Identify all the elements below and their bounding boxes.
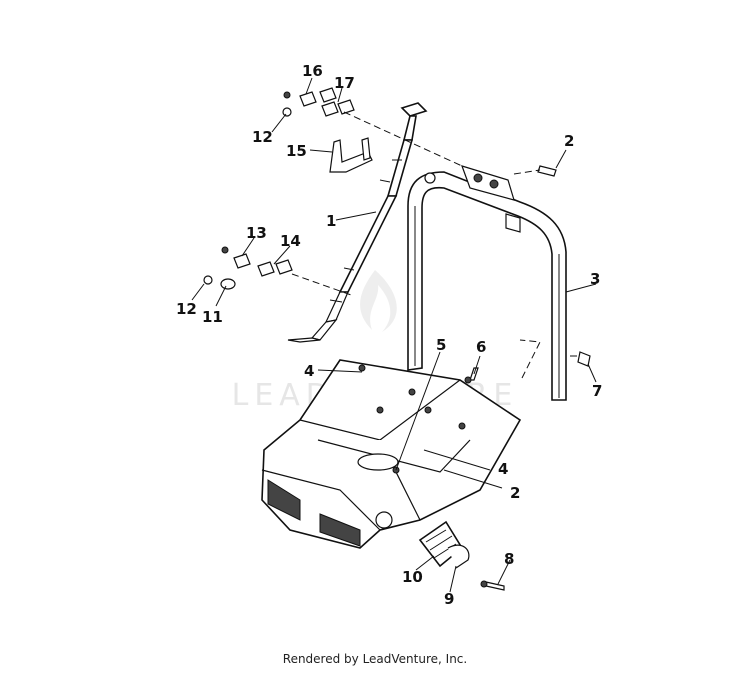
steering-column — [287, 102, 428, 343]
callout-2-top: 2 — [564, 132, 574, 150]
upper-clamp-group — [282, 87, 373, 173]
callout-15: 15 — [286, 142, 307, 160]
roll-hoop — [407, 165, 567, 401]
callout-6: 6 — [476, 338, 486, 356]
callout-1: 1 — [326, 212, 336, 230]
callout-12-top: 12 — [252, 128, 273, 146]
lower-clamp-group — [203, 246, 293, 290]
callout-14: 14 — [280, 232, 301, 250]
callout-9: 9 — [444, 590, 454, 608]
callout-2-bottom: 2 — [510, 484, 520, 502]
boot-and-clamp — [418, 520, 470, 569]
flame-logo-icon — [360, 270, 397, 332]
callout-11: 11 — [202, 308, 223, 326]
callout-10: 10 — [402, 568, 423, 586]
callout-5: 5 — [436, 336, 446, 354]
callout-7: 7 — [592, 382, 602, 400]
main-frame — [261, 359, 522, 549]
callout-4-upper: 4 — [304, 362, 314, 380]
callout-4-lower: 4 — [498, 460, 508, 478]
guide-lines — [291, 111, 580, 379]
leader-lines — [191, 77, 597, 593]
callout-labels: 1 2 2 3 4 4 5 6 7 8 9 10 11 12 12 13 14 … — [176, 62, 602, 608]
callout-3: 3 — [590, 270, 600, 288]
callout-16: 16 — [302, 62, 323, 80]
callout-17: 17 — [334, 74, 355, 92]
callout-8: 8 — [504, 550, 514, 568]
fasteners — [464, 165, 591, 591]
footer-credit: Rendered by LeadVenture, Inc. — [282, 652, 468, 666]
callout-12-bottom: 12 — [176, 300, 197, 318]
callout-13: 13 — [246, 224, 267, 242]
